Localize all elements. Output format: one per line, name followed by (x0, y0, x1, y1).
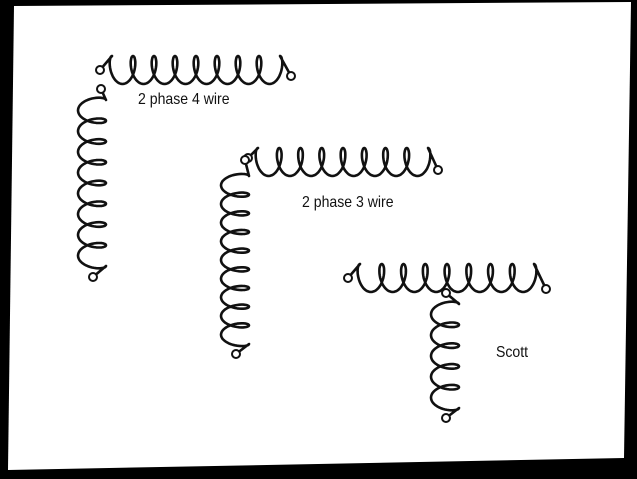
coil-3wire-vertical (219, 159, 251, 356)
coil-4wire-vertical-terminal-end (88, 272, 98, 282)
terminal-group (88, 65, 551, 423)
coil-scott-main-terminal-end (541, 284, 551, 294)
coil-group (76, 54, 548, 420)
paper-sheet (8, 2, 631, 470)
coil-scott-teaser-terminal-end (441, 413, 451, 423)
coil-scott-main-terminal-start (343, 273, 353, 283)
label-2-phase-3-wire: 2 phase 3 wire (302, 194, 394, 211)
coil-4wire-vertical-terminal-start (96, 84, 106, 94)
coil-3wire-horizontal-terminal-end (433, 165, 443, 175)
coil-4wire-horizontal-terminal-end (286, 71, 296, 81)
label-2-phase-4-wire: 2 phase 4 wire (138, 91, 230, 108)
coil-scott-teaser-terminal-start (441, 288, 451, 298)
coil-4wire-horizontal (99, 54, 293, 86)
coil-scott-main (347, 262, 548, 294)
coil-3wire-horizontal (247, 146, 440, 178)
label-scott: Scott (496, 344, 529, 361)
coil-3wire-vertical-terminal-start (240, 155, 250, 165)
coil-4wire-vertical (76, 88, 108, 278)
coil-4wire-horizontal-terminal-start (95, 65, 105, 75)
coil-scott-teaser (429, 292, 461, 420)
coil-3wire-vertical-terminal-end (231, 349, 241, 359)
